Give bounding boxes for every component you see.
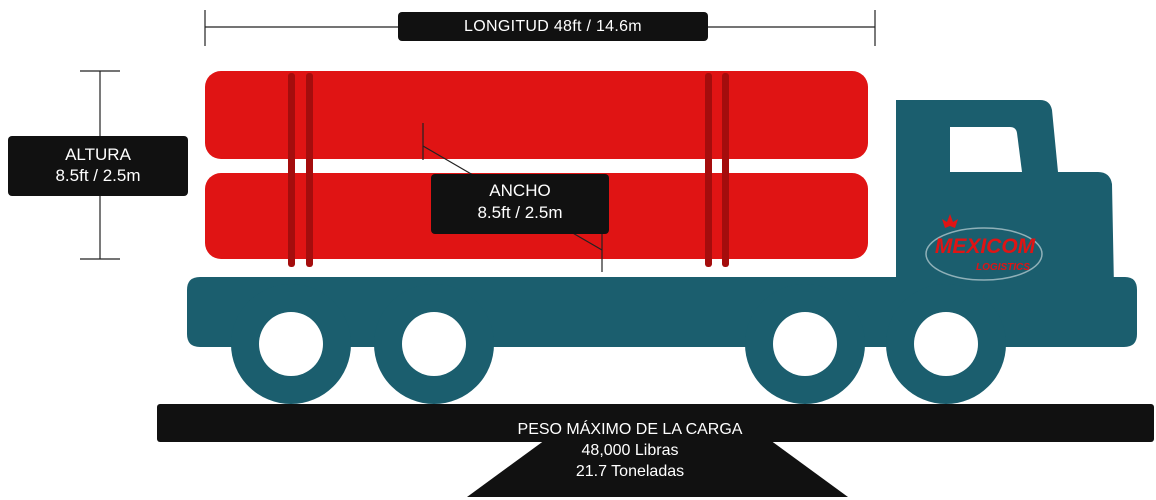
- scale-platform: [157, 404, 1154, 442]
- logo-subtitle: LOGISTICS: [976, 262, 1030, 273]
- cargo-straps: [288, 73, 729, 267]
- logo-name: MEXICOM: [935, 235, 1036, 258]
- wheel-hubs: [259, 312, 978, 376]
- maple-leaf-icon: [942, 214, 958, 228]
- height-label-title: ALTURA: [65, 145, 131, 164]
- height-label-value: 8.5ft / 2.5m: [55, 166, 141, 185]
- scale-base: [467, 440, 848, 497]
- width-label-value: 8.5ft / 2.5m: [477, 203, 563, 222]
- width-label-title: ANCHO: [489, 181, 551, 200]
- weight-scale: [157, 404, 1154, 497]
- mexicom-logo: MEXICOM LOGISTICS: [925, 214, 1043, 281]
- cargo-load: [205, 71, 868, 267]
- length-label-text: LONGITUD 48ft / 14.6m: [464, 18, 642, 35]
- length-label: LONGITUD 48ft / 14.6m: [398, 12, 708, 41]
- max-weight-label: PESO MÁXIMO DE LA CARGA 48,000 Libras 21…: [430, 419, 830, 482]
- max-weight-libras: 48,000 Libras: [581, 442, 679, 459]
- width-label: ANCHO 8.5ft / 2.5m: [431, 174, 609, 234]
- height-label: ALTURA 8.5ft / 2.5m: [8, 136, 188, 196]
- cab-window: [950, 127, 1022, 172]
- max-weight-title: PESO MÁXIMO DE LA CARGA: [517, 421, 743, 438]
- cargo-top-bundle: [205, 71, 868, 159]
- max-weight-toneladas: 21.7 Toneladas: [575, 463, 685, 480]
